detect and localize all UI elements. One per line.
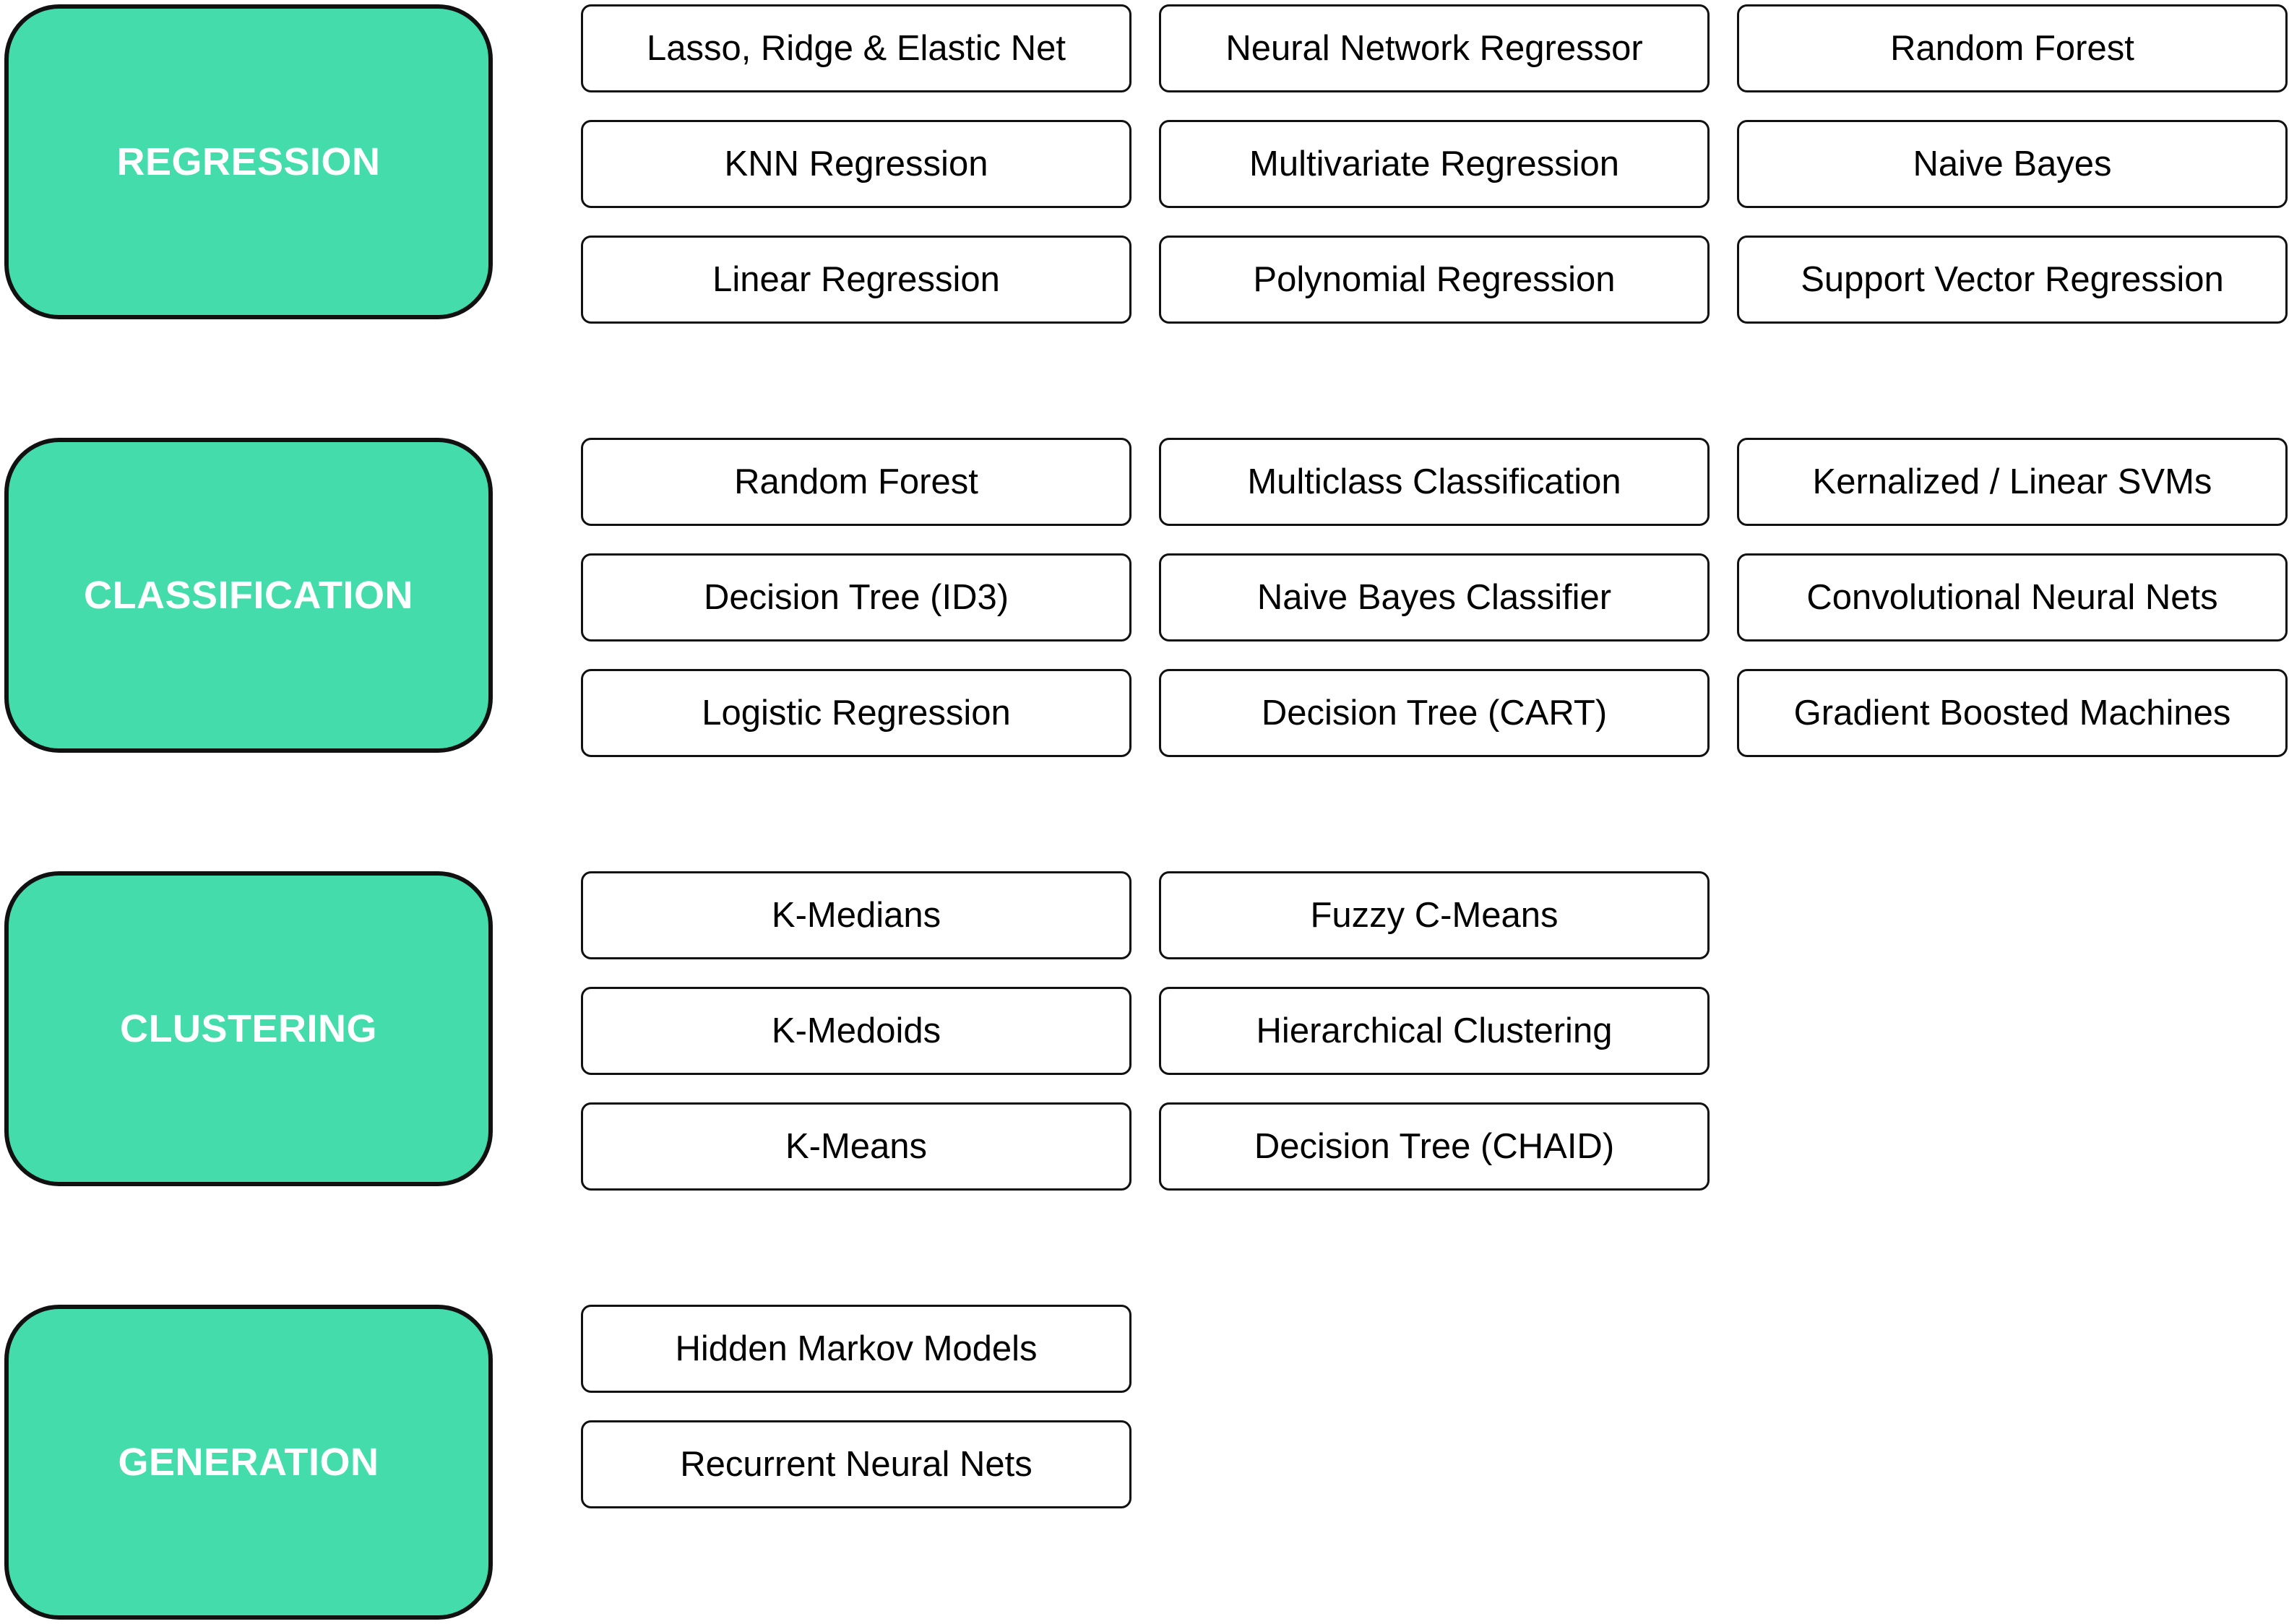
- group-generation: GENERATION Hidden Markov Models Recurren…: [0, 1300, 2289, 1620]
- algorithm-box: Logistic Regression: [581, 669, 1131, 757]
- algorithm-box: Kernalized / Linear SVMs: [1737, 438, 2288, 526]
- algorithm-box: Decision Tree (ID3): [581, 553, 1131, 642]
- algorithm-box: Neural Network Regressor: [1159, 4, 1710, 92]
- group-classification: CLASSIFICATION Random Forest Decision Tr…: [0, 433, 2289, 757]
- category-generation: GENERATION: [4, 1305, 493, 1620]
- regression-items: Lasso, Ridge & Elastic Net KNN Regressio…: [581, 4, 2288, 324]
- algorithm-box: Naive Bayes Classifier: [1159, 553, 1710, 642]
- algorithm-box: Gradient Boosted Machines: [1737, 669, 2288, 757]
- algorithm-box: Hidden Markov Models: [581, 1305, 1131, 1393]
- algorithm-box: K-Medoids: [581, 987, 1131, 1075]
- category-regression: REGRESSION: [4, 4, 493, 319]
- algorithm-box: Fuzzy C-Means: [1159, 871, 1710, 959]
- algorithm-box: Support Vector Regression: [1737, 236, 2288, 324]
- algorithm-box: K-Means: [581, 1102, 1131, 1191]
- algorithm-box: Linear Regression: [581, 236, 1131, 324]
- group-clustering: CLUSTERING K-Medians K-Medoids K-Means F…: [0, 867, 2289, 1191]
- algorithm-box: K-Medians: [581, 871, 1131, 959]
- algorithm-box: KNN Regression: [581, 120, 1131, 208]
- algorithm-box: Hierarchical Clustering: [1159, 987, 1710, 1075]
- algorithm-box: Random Forest: [1737, 4, 2288, 92]
- algorithm-box: Naive Bayes: [1737, 120, 2288, 208]
- algorithm-box: Random Forest: [581, 438, 1131, 526]
- algorithm-box: Multiclass Classification: [1159, 438, 1710, 526]
- algorithm-box: Recurrent Neural Nets: [581, 1420, 1131, 1508]
- algorithm-box: Lasso, Ridge & Elastic Net: [581, 4, 1131, 92]
- clustering-items: K-Medians K-Medoids K-Means Fuzzy C-Mean…: [581, 871, 2286, 1191]
- algorithm-box: Multivariate Regression: [1159, 120, 1710, 208]
- algorithm-box: Convolutional Neural Nets: [1737, 553, 2288, 642]
- category-clustering: CLUSTERING: [4, 871, 493, 1186]
- algorithm-box: Decision Tree (CHAID): [1159, 1102, 1710, 1191]
- algorithm-box: Decision Tree (CART): [1159, 669, 1710, 757]
- algorithm-box: Polynomial Regression: [1159, 236, 1710, 324]
- category-classification: CLASSIFICATION: [4, 438, 493, 753]
- generation-items: Hidden Markov Models Recurrent Neural Ne…: [581, 1305, 2286, 1623]
- classification-items: Random Forest Decision Tree (ID3) Logist…: [581, 438, 2288, 757]
- group-regression: REGRESSION Lasso, Ridge & Elastic Net KN…: [0, 0, 2289, 324]
